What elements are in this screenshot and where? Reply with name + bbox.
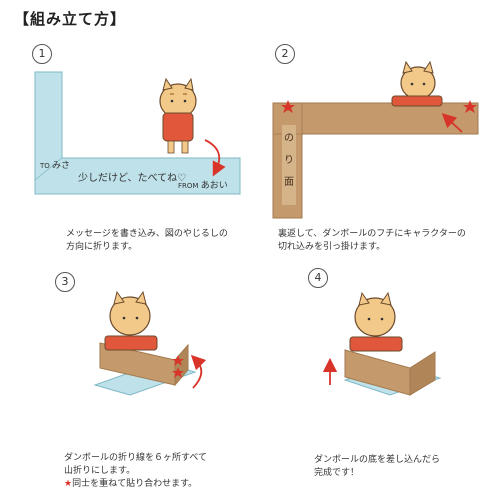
cat-character-icon bbox=[159, 77, 197, 154]
step-4-description: ダンボールの底を差し込んだら 完成です！ bbox=[314, 455, 441, 478]
star-icon bbox=[463, 100, 477, 113]
page-title: 【組み立て方】 bbox=[14, 10, 127, 28]
card-to-label: TO bbox=[40, 162, 50, 170]
step-3-illustration bbox=[93, 290, 207, 396]
step-2-number: 2 bbox=[275, 44, 295, 64]
glue-side-label: の り 面 bbox=[284, 133, 294, 188]
star-icon bbox=[281, 100, 295, 113]
step-2-illustration bbox=[272, 60, 479, 219]
card-message: 少しだけど、たべてね♡ bbox=[78, 173, 187, 184]
cat-character-icon bbox=[391, 60, 443, 107]
step-1-illustration bbox=[34, 71, 241, 195]
step-3-description: ダンボールの折り線を６ヶ所すべて 山折りにします。 ★同士を重ねて貼り合わせます… bbox=[64, 453, 208, 489]
cat-character-icon bbox=[349, 291, 403, 352]
step-2-description: 裏返して、ダンボールのフチにキャラクターの 切れ込みを引っ掛けます。 bbox=[278, 229, 466, 252]
card-from-name: あおい bbox=[200, 181, 228, 191]
cat-character-icon bbox=[104, 290, 158, 351]
star-icon: ★ bbox=[64, 479, 73, 489]
step-3-number: 3 bbox=[55, 272, 75, 292]
card-to-name: みさ bbox=[52, 161, 71, 171]
step-1-description: メッセージを書き込み、図のやじるしの 方向に折ります。 bbox=[66, 229, 228, 252]
step-4-illustration bbox=[322, 291, 442, 396]
step-1-number: 1 bbox=[32, 44, 52, 64]
fold-arrow-icon bbox=[204, 139, 226, 177]
step-4-number: 4 bbox=[308, 268, 328, 288]
hook-arrow-icon bbox=[441, 113, 463, 133]
star-icon bbox=[172, 355, 184, 366]
fold-arrow-icon bbox=[190, 354, 207, 389]
star-icon bbox=[172, 367, 184, 378]
card-from-label: FROM bbox=[178, 182, 199, 190]
